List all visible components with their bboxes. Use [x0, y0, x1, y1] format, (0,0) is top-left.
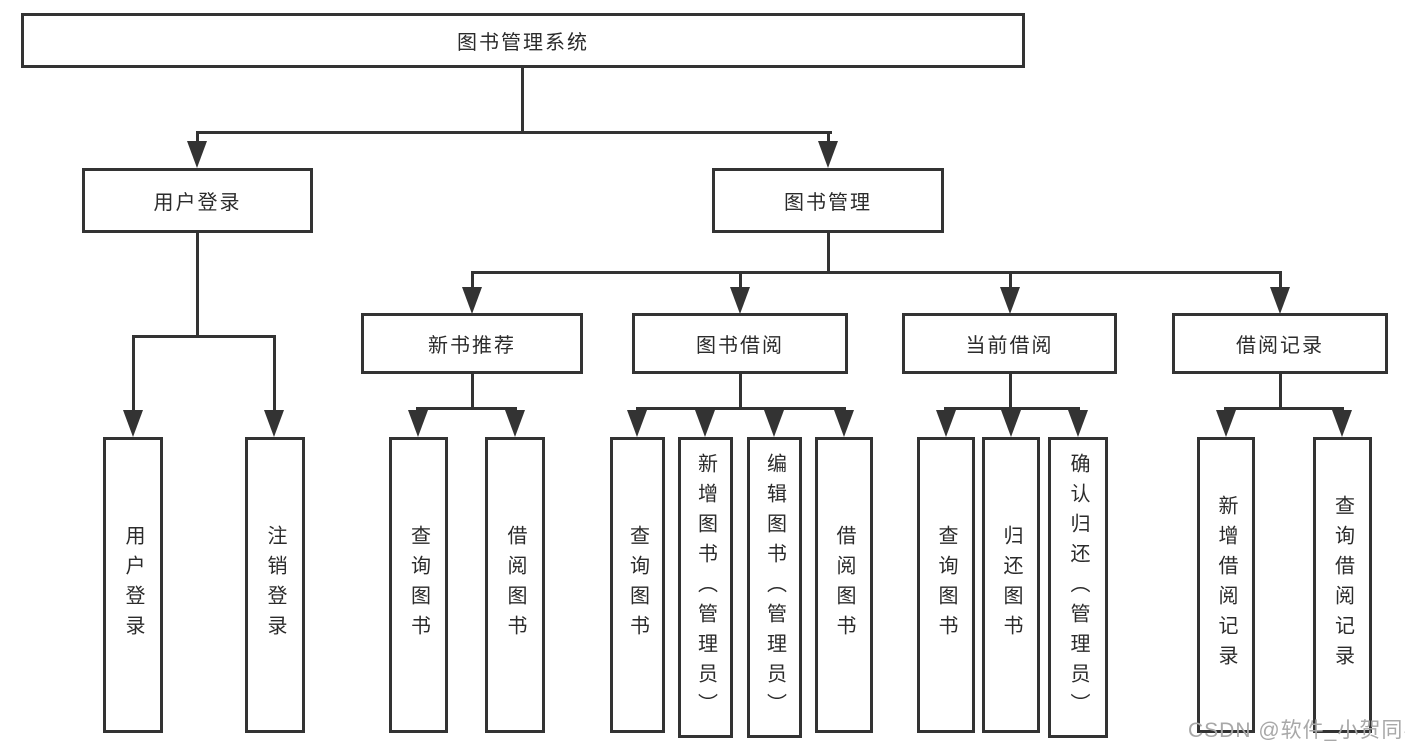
connector-newbook-hline — [416, 407, 517, 410]
leaf-add-books-admin: 新增图书（管理员） — [678, 437, 733, 738]
leaf-confirm-return-admin: 确认归还（管理员） — [1048, 437, 1108, 738]
arrow-to-borrow-record — [1270, 287, 1290, 314]
node-book-borrow-label: 图书借阅 — [696, 335, 784, 357]
connector-borrow-stem — [739, 373, 742, 410]
arrow-to-query-record — [1332, 410, 1352, 437]
connector-level3-hline — [471, 271, 1281, 274]
connector-userlogin-drop — [196, 131, 199, 145]
connector-newbook-drop — [471, 271, 474, 289]
connector-record-stem — [1279, 373, 1282, 410]
arrow-to-query-books-1 — [408, 410, 428, 437]
leaf-query-books-borrow-label: 查询图书 — [626, 525, 649, 645]
arrow-to-confirm-return — [1068, 410, 1088, 437]
node-user-login-label: 用户登录 — [153, 192, 242, 214]
connector-record-hline — [1224, 407, 1344, 410]
connector-borrow-hline — [636, 407, 846, 410]
arrow-to-book-mgmt — [818, 141, 838, 168]
arrow-to-edit-books — [764, 410, 784, 437]
arrow-to-current-borrow — [1000, 287, 1020, 314]
connector-current-drop — [1009, 271, 1012, 289]
node-book-management-label: 图书管理 — [784, 192, 872, 214]
node-user-login: 用户登录 — [82, 168, 313, 233]
connector-userlogin-stem — [196, 233, 199, 338]
node-borrow-record: 借阅记录 — [1172, 313, 1388, 374]
arrow-to-leaf-user-login — [123, 410, 143, 437]
leaf-query-books-newbook: 查询图书 — [389, 437, 448, 733]
connector-root-stem — [521, 68, 524, 132]
node-new-book-recommend: 新书推荐 — [361, 313, 583, 374]
node-current-borrow-label: 当前借阅 — [965, 335, 1054, 357]
leaf-add-borrow-record-label: 新增借阅记录 — [1215, 495, 1237, 675]
connector-userlogin-hline — [132, 335, 276, 338]
connector-userlogin-leaf2-drop — [273, 335, 276, 411]
leaf-confirm-return-admin-label: 确认归还（管理员） — [1067, 452, 1089, 723]
leaf-user-login-label: 用户登录 — [122, 525, 144, 645]
leaf-borrow-books-newbook: 借阅图书 — [485, 437, 545, 733]
connector-bookmgmt-stem — [827, 233, 830, 273]
leaf-edit-books-admin: 编辑图书（管理员） — [747, 437, 802, 738]
connector-bookmgmt-drop — [827, 131, 830, 145]
arrow-to-borrow-books-1 — [505, 410, 525, 437]
node-root-label: 图书管理系统 — [457, 32, 589, 54]
arrow-to-borrow-books-2 — [834, 410, 854, 437]
leaf-query-books-newbook-label: 查询图书 — [407, 525, 430, 645]
leaf-borrow-books-borrow: 借阅图书 — [815, 437, 873, 733]
node-borrow-record-label: 借阅记录 — [1236, 335, 1324, 357]
connector-level2-hline — [196, 131, 832, 134]
leaf-query-books-borrow: 查询图书 — [610, 437, 665, 733]
arrow-to-query-books-2 — [627, 410, 647, 437]
connector-current-hline — [944, 407, 1080, 410]
arrow-to-leaf-logout — [264, 410, 284, 437]
node-root: 图书管理系统 — [21, 13, 1025, 68]
leaf-return-books-label: 归还图书 — [1000, 525, 1022, 645]
leaf-logout-login: 注销登录 — [245, 437, 305, 733]
connector-newbook-stem — [471, 373, 474, 410]
leaf-add-books-admin-label: 新增图书（管理员） — [694, 452, 717, 723]
arrow-to-add-record — [1216, 410, 1236, 437]
leaf-borrow-books-borrow-label: 借阅图书 — [833, 525, 855, 645]
node-new-book-recommend-label: 新书推荐 — [428, 335, 516, 357]
leaf-query-books-current: 查询图书 — [917, 437, 975, 733]
arrow-to-add-books — [695, 410, 715, 437]
leaf-add-borrow-record: 新增借阅记录 — [1197, 437, 1255, 733]
node-book-management: 图书管理 — [712, 168, 944, 233]
leaf-logout-login-label: 注销登录 — [264, 525, 286, 645]
connector-current-stem — [1009, 373, 1012, 410]
node-book-borrow: 图书借阅 — [632, 313, 848, 374]
arrow-to-book-borrow — [730, 287, 750, 314]
leaf-borrow-books-newbook-label: 借阅图书 — [504, 525, 526, 645]
csdn-watermark: CSDN @软件_小贺同学 — [1188, 719, 1405, 742]
arrow-to-query-books-3 — [936, 410, 956, 437]
arrow-to-new-book — [462, 287, 482, 314]
leaf-return-books: 归还图书 — [982, 437, 1040, 733]
leaf-user-login: 用户登录 — [103, 437, 163, 733]
leaf-query-books-current-label: 查询图书 — [935, 525, 957, 645]
leaf-query-borrow-record: 查询借阅记录 — [1313, 437, 1372, 733]
leaf-query-borrow-record-label: 查询借阅记录 — [1331, 495, 1354, 675]
leaf-edit-books-admin-label: 编辑图书（管理员） — [763, 452, 786, 723]
arrow-to-user-login — [187, 141, 207, 168]
connector-record-drop — [1279, 271, 1282, 289]
connector-userlogin-leaf1-drop — [132, 335, 135, 411]
node-current-borrow: 当前借阅 — [902, 313, 1117, 374]
arrow-to-return-books — [1001, 410, 1021, 437]
connector-borrow-drop — [739, 271, 742, 289]
